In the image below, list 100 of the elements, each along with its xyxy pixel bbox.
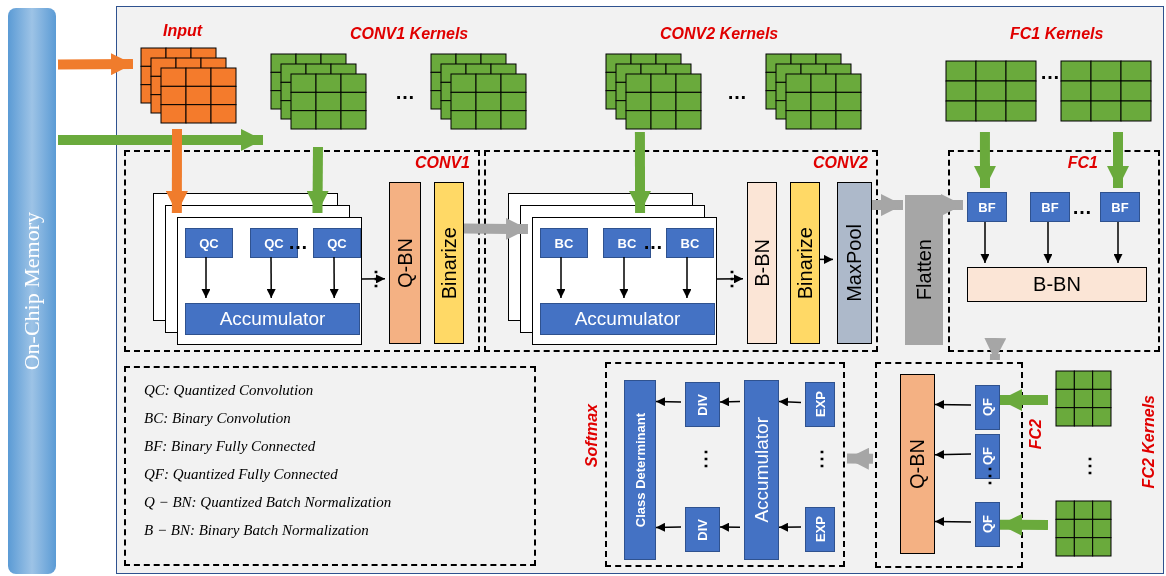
block-label: QF: [980, 447, 995, 466]
block-label: Class Determinant: [632, 412, 648, 528]
data-flow-arrow: [57, 53, 134, 76]
ellipsis-mark: …: [395, 82, 415, 102]
data-flow-arrow: [973, 132, 996, 188]
normalization-block: [747, 182, 777, 344]
group-heading: Input: [163, 22, 203, 40]
arrow: [682, 256, 692, 299]
unit-block: [975, 502, 1000, 547]
arrow: [1113, 221, 1123, 264]
pooling-block: [837, 182, 872, 344]
arrow: [716, 274, 744, 284]
arrow: [266, 256, 276, 299]
unit-block: [975, 385, 1000, 430]
ellipsis-mark: ⋮: [980, 465, 1000, 485]
unit-block: BF: [967, 192, 1007, 222]
frame-title: CONV1: [414, 154, 470, 172]
ellipsis-mark: ⋮: [812, 448, 832, 468]
arrow: [980, 221, 990, 264]
unit-block: [624, 380, 656, 560]
data-flow-arrow: [984, 337, 1007, 361]
data-flow-arrow: [1000, 513, 1048, 536]
arrow: [934, 517, 972, 527]
block-label: MaxPool: [843, 224, 866, 302]
normalization-block: [900, 374, 935, 554]
arrow: [655, 397, 682, 407]
group-heading: FC1 Kernels: [1010, 25, 1104, 43]
ellipsis-mark: …: [727, 82, 747, 102]
flatten-block: [905, 195, 943, 345]
data-flow-arrow: [846, 447, 874, 470]
normalization-block: B-BN: [967, 267, 1147, 302]
data-flow-arrow: [941, 194, 963, 217]
block-label: QF: [980, 515, 995, 534]
unit-block: BF: [1100, 192, 1140, 222]
frame-title: CONV2: [812, 154, 868, 172]
unit-block: QC: [185, 228, 233, 258]
frame-title: FC1: [1067, 154, 1098, 172]
group-heading: CONV1 Kernels: [350, 25, 469, 43]
unit-block: BF: [1030, 192, 1070, 222]
frame-title: Softmax: [583, 404, 601, 468]
block-label: Q-BN: [393, 238, 417, 288]
layer-frame: [484, 150, 878, 352]
block-label: Binarize: [437, 226, 461, 300]
block-label: DIV: [695, 518, 710, 541]
layer-frame: [948, 150, 1160, 352]
unit-block: [805, 382, 835, 427]
block-label: QF: [980, 398, 995, 417]
block-label: Flatten: [912, 239, 936, 301]
ellipsis-mark: …: [1072, 197, 1092, 217]
ellipsis-mark: …: [1040, 62, 1060, 82]
arrow: [819, 254, 834, 264]
binarize-block: [434, 182, 464, 344]
unit-block: [685, 507, 720, 552]
normalization-block: [389, 182, 421, 344]
arrow: [329, 256, 339, 299]
block-label: Accumulator: [750, 417, 773, 523]
binarize-block: [790, 182, 820, 344]
arrow: [934, 400, 972, 410]
block-label: EXP: [812, 391, 828, 418]
arrow: [934, 450, 972, 460]
legend-box: [124, 366, 536, 566]
accumulator-block: Accumulator: [540, 303, 715, 335]
arrow: [556, 256, 566, 299]
block-label: On-Chip Memory: [19, 211, 45, 371]
data-flow-arrow: [629, 132, 652, 213]
unit-block: [685, 382, 720, 427]
arrow: [778, 397, 802, 407]
data-flow-arrow: [1000, 389, 1048, 412]
arrow: [201, 256, 211, 299]
data-flow-arrow: [463, 217, 529, 240]
legend-entry: B − BN: Binary Batch Normalization: [144, 522, 370, 539]
memory-block: [8, 8, 56, 574]
arrow: [778, 522, 802, 532]
ellipsis-mark: ⋮: [1080, 455, 1100, 475]
arrow: [361, 274, 386, 284]
frame-title: FC2: [1027, 419, 1045, 450]
arrow: [655, 522, 682, 532]
block-label: B-BN: [750, 239, 774, 287]
data-flow-arrow: [58, 128, 263, 151]
accumulator-block: Accumulator: [185, 303, 360, 335]
unit-block: [805, 507, 835, 552]
legend-entry: Q − BN: Quantized Batch Normalization: [144, 494, 393, 511]
arrow: [619, 256, 629, 299]
layer-frame: [124, 150, 480, 352]
arrow: [719, 397, 741, 407]
arrow: [1043, 221, 1053, 264]
arrow: [719, 522, 741, 532]
group-heading: FC2 Kernels: [1140, 395, 1158, 489]
data-flow-arrow: [306, 146, 329, 214]
legend-entry: QC: Quantized Convolution: [144, 382, 315, 399]
data-flow-arrow: [872, 194, 903, 217]
legend-entry: BC: Binary Convolution: [144, 410, 292, 427]
unit-block: BC: [666, 228, 714, 258]
group-heading: CONV2 Kernels: [660, 25, 779, 43]
data-flow-arrow: [165, 129, 188, 213]
ellipsis-mark: ⋮: [722, 268, 742, 288]
accumulator-block: [744, 380, 779, 560]
legend-entry: QF: Quantized Fully Connected: [144, 466, 339, 483]
legend-entry: BF: Binary Fully Connected: [144, 438, 317, 455]
ellipsis-mark: ⋮: [696, 448, 716, 468]
